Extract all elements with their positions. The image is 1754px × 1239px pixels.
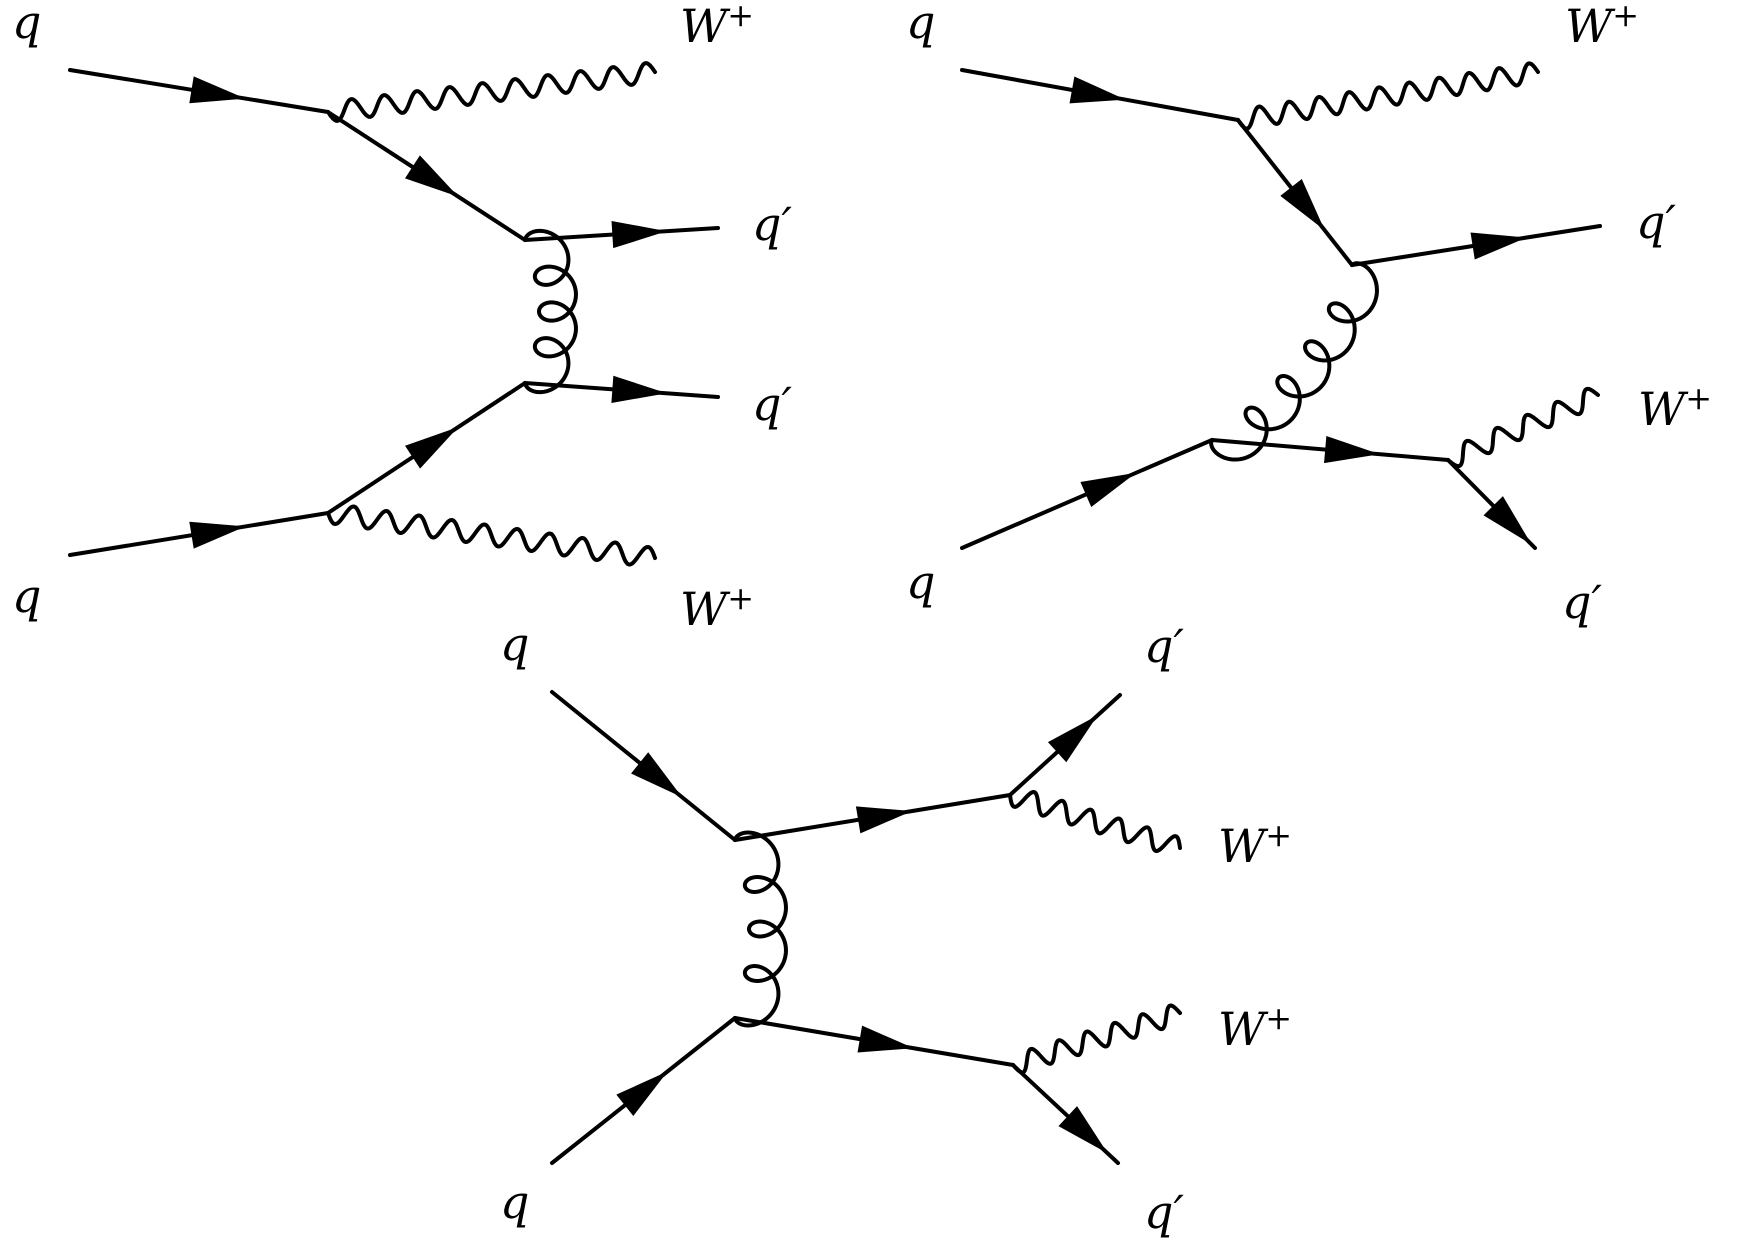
arrow-icon xyxy=(631,752,681,797)
arrow-icon xyxy=(1069,76,1124,104)
arrow-icon xyxy=(189,76,244,104)
arrow-icon xyxy=(1483,496,1531,544)
label-q-in-bottom: q xyxy=(906,555,935,609)
label-q-prime: q′ xyxy=(1144,619,1184,673)
label-q-prime: q′ xyxy=(752,197,792,251)
arrow-icon xyxy=(855,806,911,834)
diagram-2-fermions xyxy=(960,68,1602,550)
label-q-prime: q′ xyxy=(752,377,792,431)
label-q-prime: q′ xyxy=(1562,575,1602,629)
diagram-1-w-bosons xyxy=(326,61,657,567)
label-w-plus: W+ xyxy=(680,0,754,53)
w-boson-line xyxy=(1446,386,1600,469)
label-w-plus: W+ xyxy=(1638,379,1712,436)
arrow-icon xyxy=(1280,179,1324,230)
label-q-in-top: q xyxy=(12,0,41,49)
w-boson-line xyxy=(326,61,657,123)
label-w-plus: W+ xyxy=(1218,999,1292,1056)
gluon-line xyxy=(733,830,788,1028)
diagram-3-w-bosons xyxy=(1008,789,1182,1075)
w-boson-line xyxy=(326,504,657,567)
diagram-1-fermions xyxy=(68,68,720,557)
w-boson-line xyxy=(1236,61,1540,131)
diagram-1-arrows xyxy=(189,76,665,549)
diagram-2: q q W+ q′ W+ q′ xyxy=(906,0,1712,629)
arrow-icon xyxy=(857,1025,912,1053)
arrow-icon xyxy=(616,1072,667,1116)
label-q-in-bottom: q xyxy=(500,1175,529,1229)
arrow-icon xyxy=(405,155,457,196)
arrow-icon xyxy=(1324,435,1378,464)
label-q-prime: q′ xyxy=(1636,195,1676,249)
diagram-2-w-bosons xyxy=(1236,61,1600,469)
label-q-prime: q′ xyxy=(1144,1185,1184,1239)
diagram-2-arrows xyxy=(1069,76,1531,544)
arrow-icon xyxy=(611,220,665,249)
label-q-in-top: q xyxy=(906,0,935,49)
label-q-in-bottom: q xyxy=(12,569,41,623)
arrow-icon xyxy=(1080,473,1135,508)
label-w-plus: W+ xyxy=(1218,816,1292,873)
arrow-icon xyxy=(1470,232,1525,260)
arrow-icon xyxy=(405,427,457,469)
diagram-3-arrows xyxy=(616,716,1107,1153)
diagram-1: q q W+ W+ q′ q′ xyxy=(12,0,792,636)
arrow-icon xyxy=(1058,1106,1107,1153)
w-boson-line xyxy=(1008,789,1182,854)
w-boson-line xyxy=(1011,1003,1182,1075)
diagram-3: q q q′ W+ W+ q′ xyxy=(500,617,1292,1239)
arrow-icon xyxy=(611,375,665,403)
gluon-line xyxy=(1209,261,1379,462)
label-w-plus: W+ xyxy=(1565,0,1639,53)
label-w-plus: W+ xyxy=(680,579,754,636)
arrow-icon xyxy=(189,521,244,549)
gluon-line xyxy=(523,228,578,395)
label-q-in-top: q xyxy=(500,617,529,671)
arrow-icon xyxy=(1047,716,1097,763)
